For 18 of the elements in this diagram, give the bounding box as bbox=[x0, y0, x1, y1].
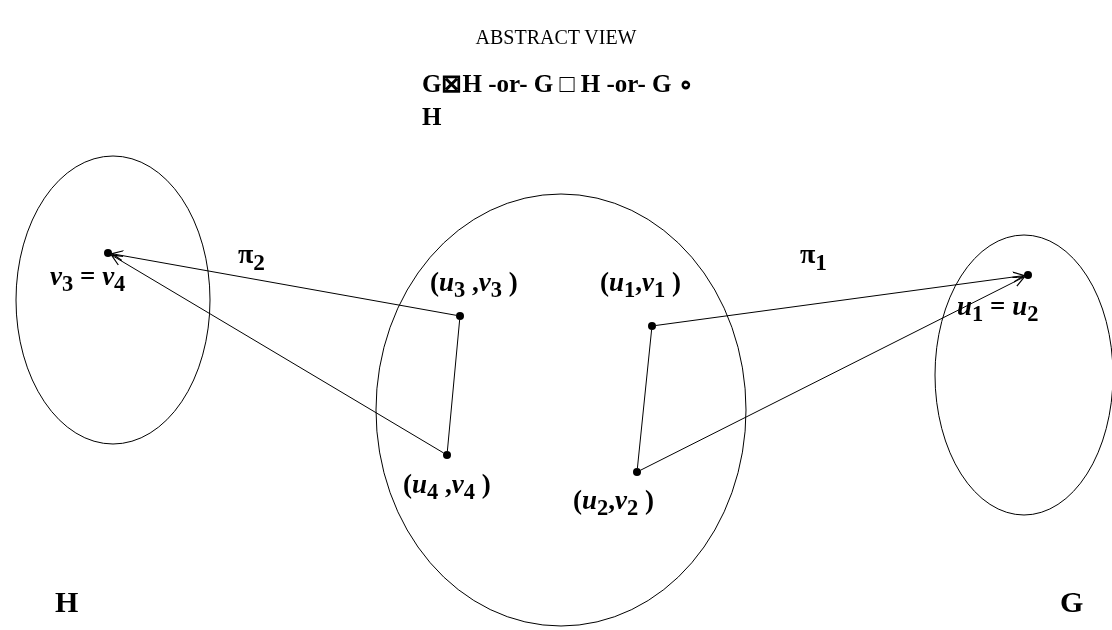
line bbox=[446, 319, 461, 452]
arrow bbox=[640, 276, 1026, 471]
set-label: G⊠H -or- G □ H -or- G ∘ H bbox=[422, 69, 695, 132]
projection-label: π$_{1}$ bbox=[800, 238, 827, 276]
set-label: G bbox=[1060, 585, 1084, 619]
vertex-label: (u$_{3}$ ,v$_{3}$ ) bbox=[430, 268, 518, 304]
arrow bbox=[111, 250, 457, 316]
projection-label: π$_{2}$ bbox=[238, 238, 265, 276]
vertex-label: u$_{1}$ = u$_{2}$ bbox=[957, 292, 1039, 328]
vertex-label: (u$_{2}$,v$_{2}$ ) bbox=[573, 486, 654, 522]
vertex-label: (u$_{4}$ ,v$_{4}$ ) bbox=[403, 470, 491, 506]
arrow bbox=[655, 271, 1025, 326]
line bbox=[636, 329, 653, 469]
vertex-label: v$_{3}$ = v$_{4}$ bbox=[50, 262, 126, 298]
set-label: H bbox=[55, 585, 79, 619]
arrow bbox=[110, 254, 445, 454]
diagram-title: ABSTRACT VIEW bbox=[474, 26, 638, 49]
vertex-label: (u$_{1}$,v$_{1}$ ) bbox=[600, 268, 681, 304]
